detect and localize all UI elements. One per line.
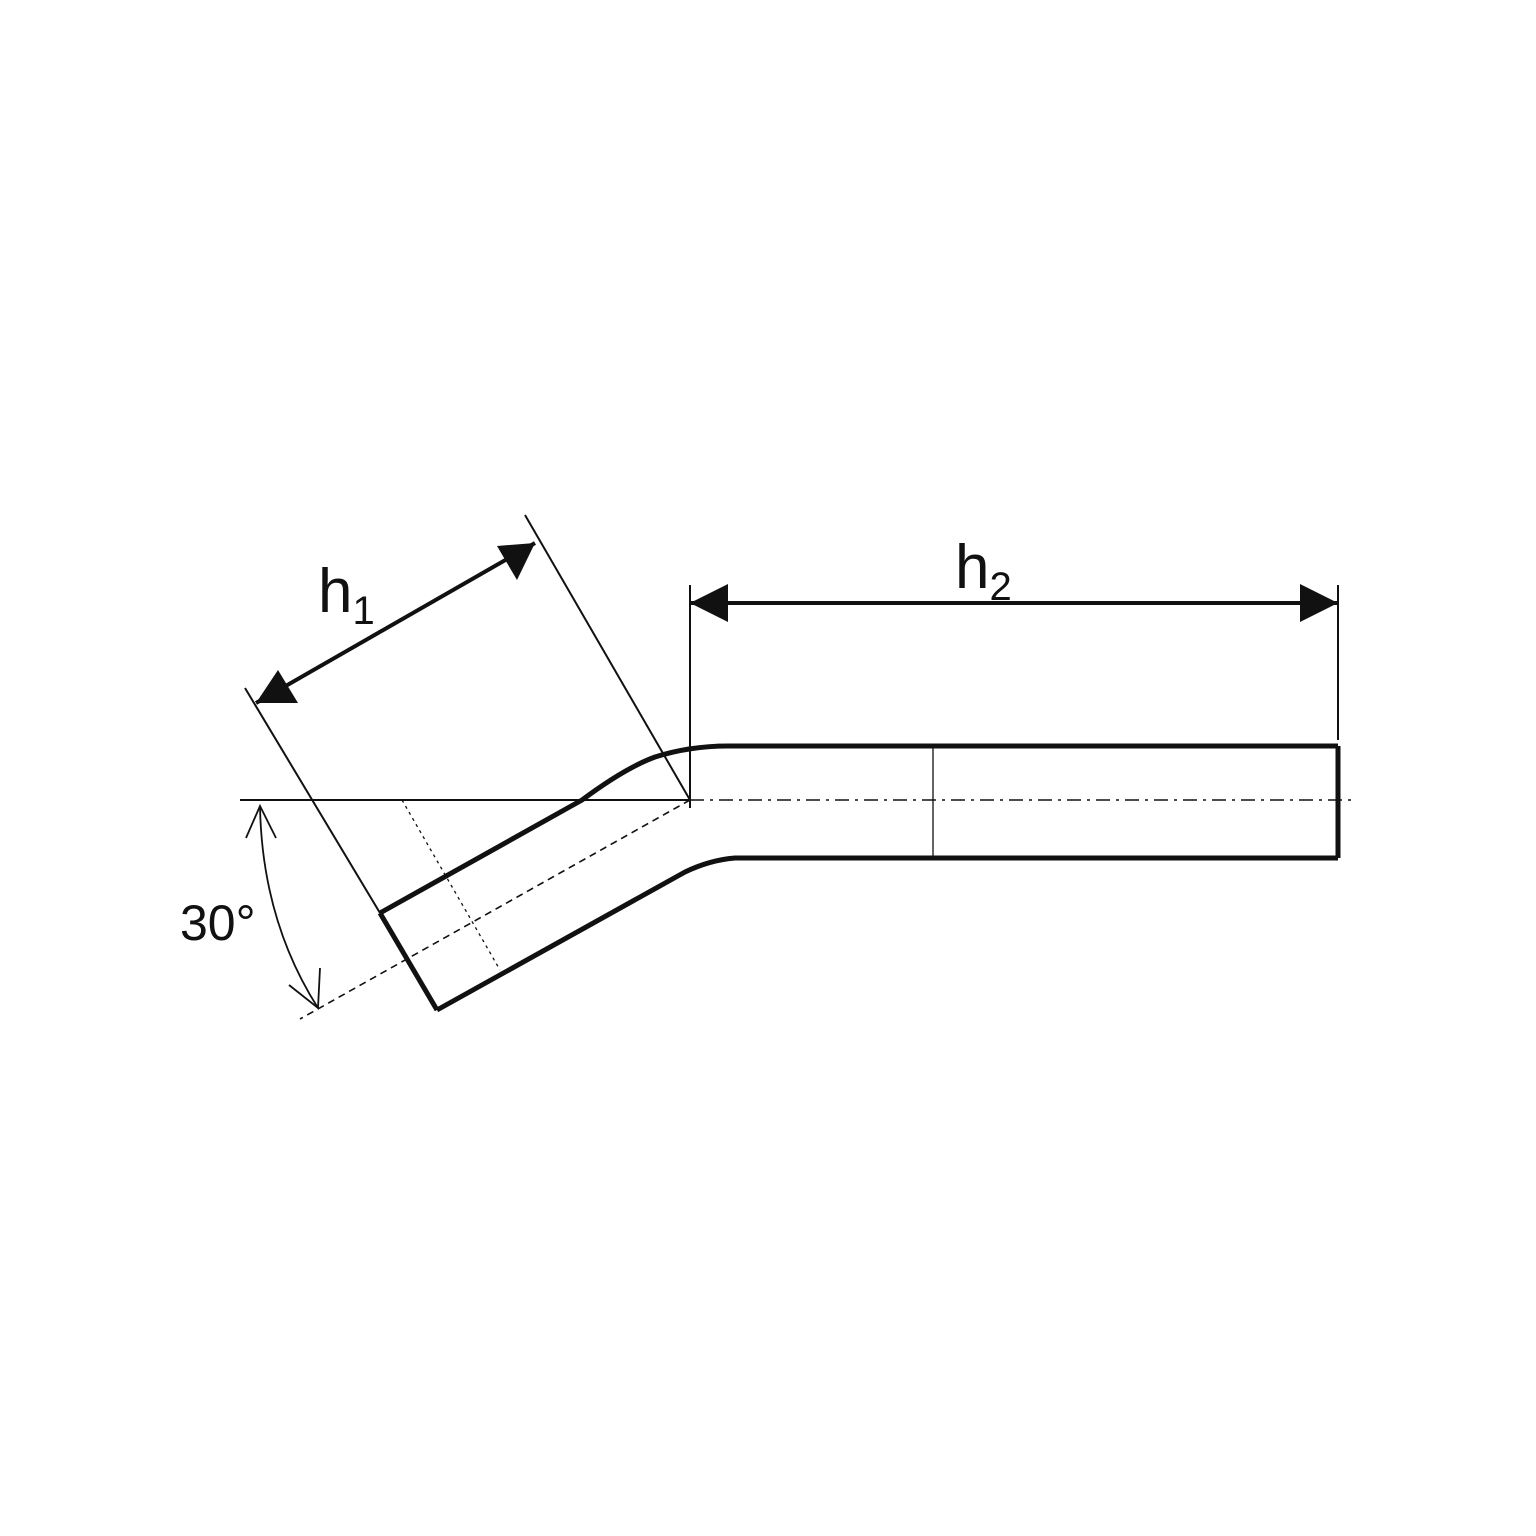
h2-arrow-left [690,584,728,622]
angle-arrow-top [245,803,277,839]
h1-extension-left [244,687,381,914]
tube-outline-lower [435,855,1338,1013]
h1-extension-right [524,514,691,801]
angle-arc [259,805,319,1009]
angle-label: 30° [180,895,256,951]
h1-dimension-line [255,541,536,705]
h2-arrow-right [1300,584,1338,622]
h1-label: h1 [318,557,375,633]
angle-arrow-bottom [288,967,321,1010]
centerline-angled [299,799,691,1020]
h2-label: h2 [955,533,1012,609]
section-line-angled [401,799,501,971]
h1-arrow-upper [497,543,535,580]
h1-arrow-lower [256,670,298,703]
tube-outline-upper [378,743,1338,916]
tube-end-angled [377,911,440,1012]
